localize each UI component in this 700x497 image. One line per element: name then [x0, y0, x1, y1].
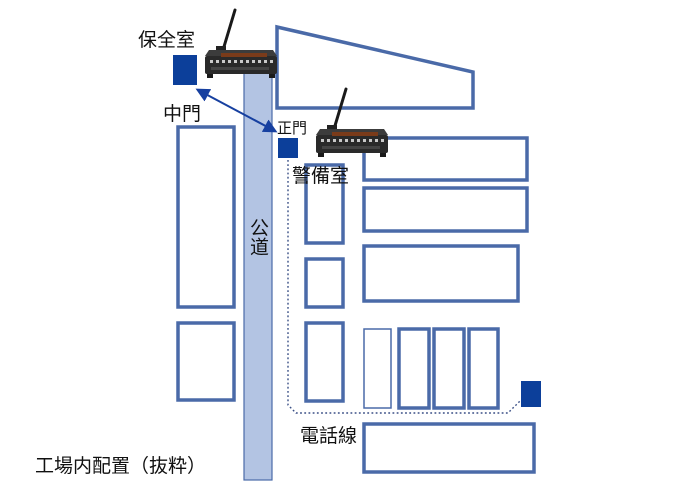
- building-right-2: [362, 186, 529, 233]
- building-right-3: [362, 244, 520, 303]
- building-mid-1: [304, 163, 345, 245]
- label-guard-room: 警備室: [292, 165, 349, 187]
- building-narrow-2: [397, 327, 431, 410]
- building-narrow-4: [467, 327, 500, 410]
- building-left-tall: [176, 125, 236, 309]
- building-right-1: [362, 136, 529, 182]
- label-security-room: 保全室: [138, 29, 195, 51]
- label-public-road: 公道: [247, 218, 269, 256]
- security-room-marker: [173, 55, 197, 85]
- building-left-small: [176, 321, 236, 402]
- building-bottom: [362, 422, 536, 474]
- label-main-gate: 正門: [277, 119, 307, 137]
- building-trapezoid: [275, 24, 475, 110]
- building-mid-2: [304, 257, 345, 309]
- label-middle-gate: 中門: [163, 103, 201, 125]
- phone-line-path: [287, 160, 522, 414]
- building-mid-3: [304, 321, 345, 403]
- link-arrow: [195, 88, 278, 133]
- building-narrow-3: [432, 327, 466, 410]
- public-road: [243, 67, 273, 481]
- main-gate-marker: [278, 138, 298, 158]
- label-phone-line: 電話線: [300, 425, 357, 447]
- diagram-caption: 工場内配置（抜粋）: [35, 455, 206, 477]
- wireless-device-security-room: [203, 8, 279, 80]
- building-narrow-1: [363, 328, 392, 409]
- wireless-device-guard-room: [314, 87, 390, 159]
- phone-terminal-marker: [521, 381, 541, 407]
